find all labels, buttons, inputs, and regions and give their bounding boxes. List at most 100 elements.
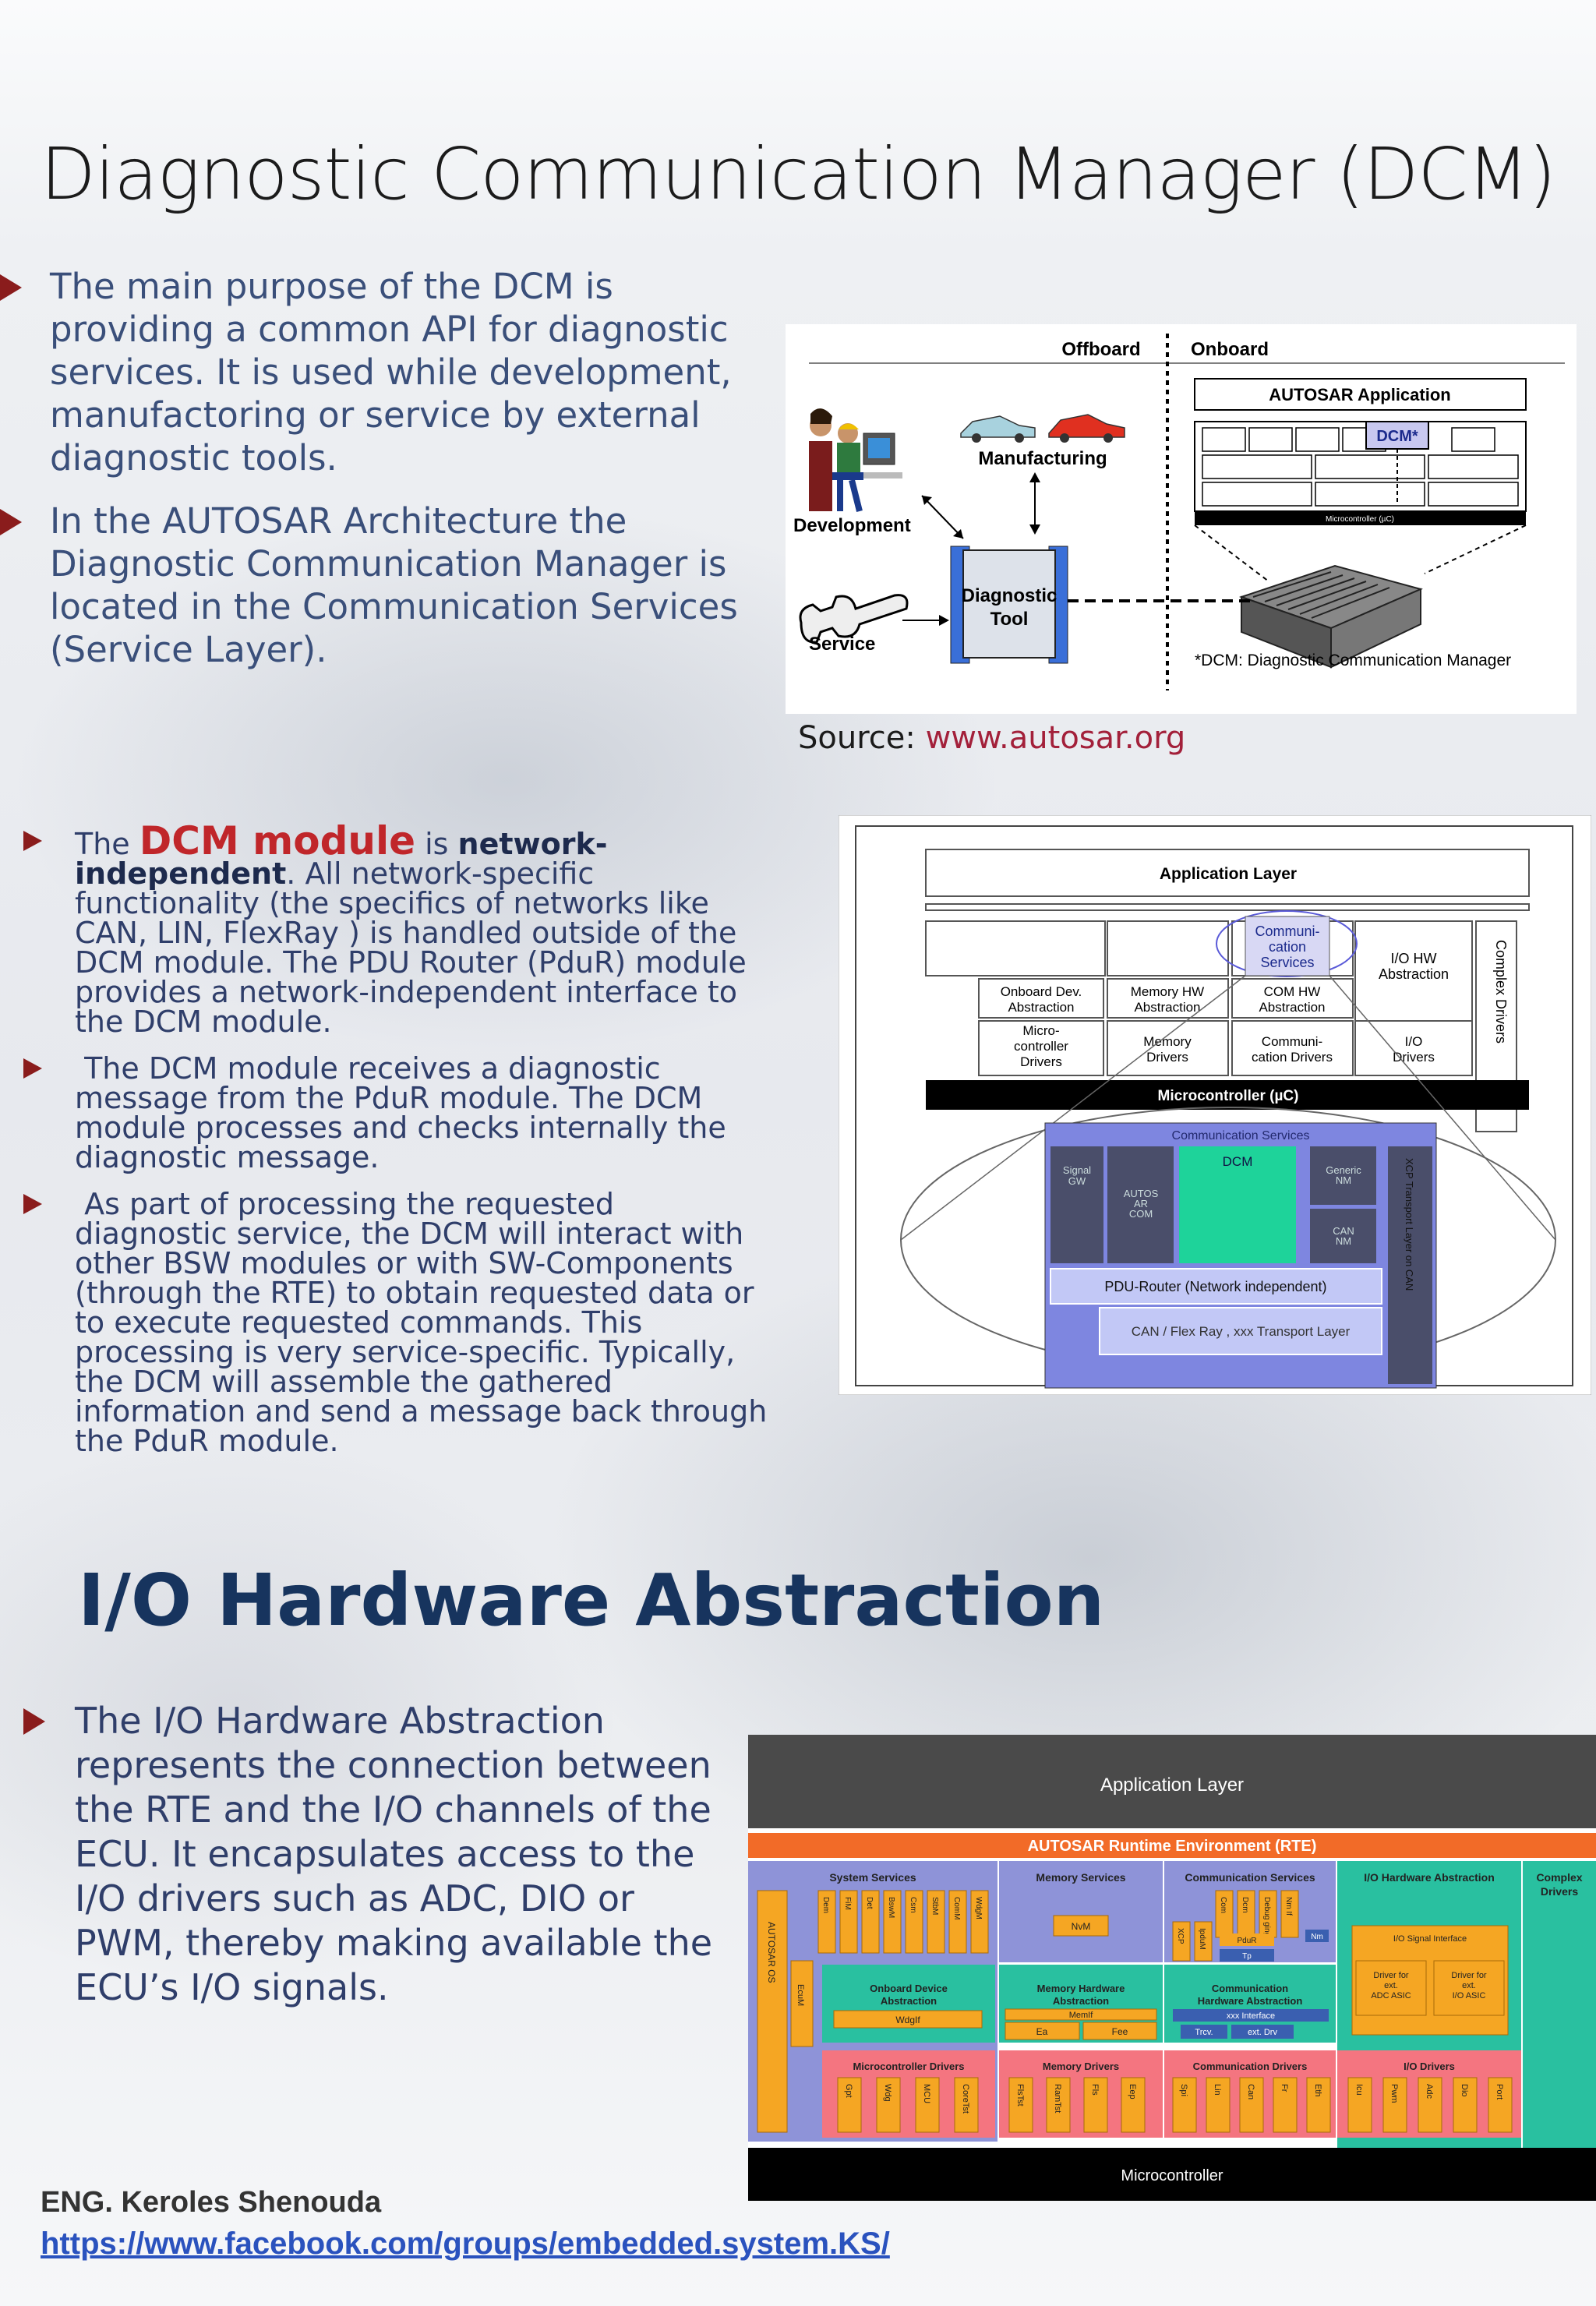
svg-text:I/O HW: I/O HW	[1391, 951, 1437, 966]
svg-text:I/O ASIC: I/O ASIC	[1453, 1991, 1486, 2001]
module-label: Debug ging	[1262, 1897, 1271, 1937]
svg-text:Abstraction: Abstraction	[1008, 1000, 1074, 1015]
svg-text:CAN / Flex Ray , xxx Transpor: CAN / Flex Ray , xxx Transport Layer	[1132, 1324, 1351, 1339]
svg-text:Drivers: Drivers	[1146, 1050, 1188, 1065]
module-box	[1083, 2077, 1108, 2133]
bullet-arrow-icon	[23, 1708, 45, 1735]
module-label: Port	[1495, 2084, 1504, 2099]
svg-text:Abstraction: Abstraction	[1259, 1000, 1325, 1015]
svg-text:Fee: Fee	[1112, 2026, 1128, 2037]
list-item: In the AUTOSAR Architecture the Diagnost…	[0, 500, 748, 671]
dcm-intro-bullets: The main purpose of the DCM is providing…	[0, 265, 748, 691]
svg-text:Hardware Abstraction: Hardware Abstraction	[1198, 1995, 1303, 2007]
svg-text:Driver for: Driver for	[1451, 1971, 1487, 1980]
svg-text:AR: AR	[1134, 1198, 1148, 1210]
svg-text:Communication Services: Communication Services	[1172, 1129, 1310, 1142]
svg-text:I/O: I/O	[1405, 1034, 1423, 1049]
module-box	[927, 1890, 945, 1954]
svg-text:Application Layer: Application Layer	[1160, 865, 1297, 883]
svg-text:AUTOS: AUTOS	[1124, 1188, 1159, 1199]
list-item: The I/O Hardware Abstraction represents …	[23, 1699, 725, 2010]
module-box	[954, 2077, 979, 2133]
svg-text:Communication Services: Communication Services	[1185, 1871, 1315, 1884]
autosar-layered-architecture-figure: Application Layer Communi- cation Servic…	[839, 815, 1591, 1395]
svg-text:Complex Drivers: Complex Drivers	[1493, 940, 1509, 1044]
module-label: Com	[1219, 1897, 1227, 1913]
svg-text:COM HW: COM HW	[1264, 984, 1321, 999]
bullet-arrow-icon	[23, 1058, 42, 1079]
svg-text:Microcontroller (µC): Microcontroller (µC)	[1326, 515, 1394, 524]
svg-text:Application Layer: Application Layer	[1100, 1775, 1244, 1796]
facebook-group-link[interactable]: https://www.facebook.com/groups/embedded…	[41, 2227, 890, 2261]
svg-text:NM: NM	[1336, 1174, 1351, 1186]
module-box	[861, 1890, 880, 1954]
svg-text:Tool: Tool	[990, 609, 1029, 630]
svg-text:AUTOSAR OS: AUTOSAR OS	[766, 1922, 777, 1983]
diagnostic-tool-icon	[950, 546, 1068, 664]
developer-at-desk-icon	[809, 408, 902, 512]
module-label: Can	[1246, 2084, 1255, 2099]
section-heading: I/O Hardware Abstraction	[78, 1559, 1105, 1642]
svg-text:GW: GW	[1068, 1175, 1086, 1187]
author-name: ENG. Keroles Shenouda	[41, 2186, 382, 2219]
svg-text:Trcv.: Trcv.	[1195, 2028, 1213, 2037]
svg-text:PDU-Router (Network independen: PDU-Router (Network independent)	[1104, 1279, 1326, 1294]
module-box	[1008, 2077, 1033, 2133]
svg-text:Memory: Memory	[1143, 1034, 1192, 1049]
svg-text:Memory HW: Memory HW	[1131, 984, 1204, 999]
module-label: Eth	[1313, 2084, 1322, 2097]
module-box	[1239, 2077, 1264, 2133]
ecu-box-icon	[1238, 564, 1424, 669]
module-box	[1306, 2077, 1331, 2133]
module-label: Nm If	[1284, 1897, 1293, 1916]
module-box	[1382, 2077, 1407, 2133]
svg-text:Communication Drivers: Communication Drivers	[1193, 2061, 1308, 2072]
module-label: Eep	[1128, 2084, 1137, 2099]
svg-text:Memory Services: Memory Services	[1036, 1871, 1125, 1884]
dcm-offboard-onboard-figure: Offboard Onboard AUTOSAR Application DCM…	[786, 324, 1577, 714]
svg-text:Communication: Communication	[1212, 1983, 1288, 1994]
svg-text:Diagnostic: Diagnostic	[962, 585, 1058, 606]
svg-text:Memory Hardware: Memory Hardware	[1037, 1983, 1125, 1994]
io-hw-bullets: The I/O Hardware Abstraction represents …	[23, 1699, 725, 2010]
module-box	[876, 2077, 901, 2133]
autosar-bsw-module-figure: Application Layer AUTOSAR Runtime Enviro…	[748, 1735, 1596, 2201]
module-label: Pwm	[1389, 2084, 1399, 2103]
bullet-arrow-icon	[23, 1194, 42, 1214]
module-box	[1347, 2077, 1372, 2133]
source-link[interactable]: www.autosar.org	[925, 720, 1186, 756]
svg-text:I/O Hardware Abstraction: I/O Hardware Abstraction	[1364, 1871, 1495, 1884]
module-box	[1172, 1921, 1191, 1962]
module-label: Adc	[1425, 2084, 1434, 2099]
svg-text:Abstraction: Abstraction	[1134, 1000, 1200, 1015]
list-item: The DCM module receives a diagnostic mes…	[23, 1054, 772, 1172]
svg-text:Drivers: Drivers	[1020, 1054, 1062, 1069]
module-label: MCU	[922, 2084, 931, 2103]
svg-text:cation Drivers: cation Drivers	[1252, 1050, 1333, 1065]
module-box	[1046, 2077, 1071, 2133]
module-label: XCP	[1176, 1928, 1185, 1944]
svg-text:Services: Services	[1260, 955, 1314, 970]
svg-text:Driver for: Driver for	[1373, 1971, 1409, 1980]
svg-text:MemIf: MemIf	[1069, 2011, 1094, 2020]
module-box	[1121, 2077, 1146, 2133]
svg-text:Manufacturing: Manufacturing	[978, 448, 1107, 469]
module-label: Wdg	[883, 2084, 892, 2102]
svg-text:Development: Development	[793, 515, 911, 536]
module-box	[883, 1890, 902, 1954]
svg-text:AUTOSAR Application: AUTOSAR Application	[1269, 385, 1450, 404]
module-label: FiM	[843, 1897, 852, 1910]
svg-text:ADC ASIC: ADC ASIC	[1371, 1991, 1411, 2001]
svg-text:Drivers: Drivers	[1541, 1885, 1578, 1898]
bullet-arrow-icon	[0, 274, 22, 301]
svg-text:Complex: Complex	[1536, 1871, 1582, 1884]
svg-text:ext.: ext.	[1462, 1981, 1476, 1990]
module-label: Fr	[1280, 2084, 1289, 2092]
module-label: BswM	[887, 1897, 895, 1918]
svg-text:COM: COM	[1129, 1208, 1153, 1220]
svg-text:ext. Drv: ext. Drv	[1248, 2028, 1277, 2037]
module-label: Icu	[1354, 2084, 1364, 2096]
list-item: The DCM module is network-independent. A…	[23, 821, 772, 1036]
